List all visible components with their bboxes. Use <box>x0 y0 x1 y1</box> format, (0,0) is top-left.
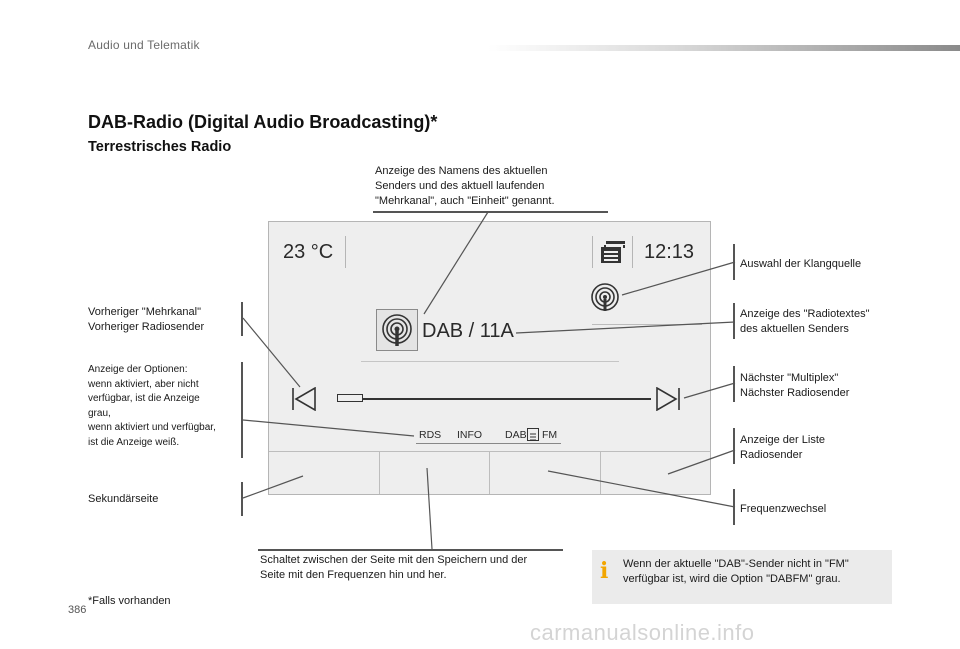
callout-previous: Vorheriger "Mehrkanal" Vorheriger Radios… <box>88 306 205 333</box>
info-icon: i <box>600 558 609 584</box>
radio-screen: 23 °C 12:13 DAB <box>268 221 711 495</box>
callout-list: Anzeige der Liste Radiosender <box>740 434 825 461</box>
header-gradient-bar <box>488 45 960 51</box>
page-number: 386 <box>68 604 87 616</box>
option-rds[interactable]: RDS <box>419 429 442 441</box>
callout-frequency: Frequenzwechsel <box>740 503 827 515</box>
watermark: carmanualsonline.info <box>530 620 755 645</box>
bottom-bar-separator <box>269 451 710 452</box>
next-track-icon[interactable] <box>655 386 681 412</box>
callout-list-bar <box>733 428 735 464</box>
callout-options: Anzeige der Optionen: wenn aktiviert, ab… <box>88 364 216 448</box>
callout-secondary: Sekundärseite <box>88 493 159 505</box>
callout-secondary-bar <box>241 482 243 516</box>
station-name: DAB / 11A <box>422 320 514 342</box>
option-dab[interactable]: DAB <box>505 429 527 441</box>
footnote: *Falls vorhanden <box>88 595 171 607</box>
temperature-display: 23 °C <box>283 241 334 263</box>
callout-options-bar <box>241 362 243 458</box>
callout-memory-switch: Schaltet zwischen der Seite mit den Spei… <box>260 554 528 581</box>
callout-radiotext: Anzeige des "Radiotextes" des aktuellen … <box>740 308 870 335</box>
callout-next: Nächster "Multiplex" Nächster Radiosende… <box>740 372 850 399</box>
bottom-divider <box>489 452 490 494</box>
option-fm[interactable]: FM <box>542 429 558 441</box>
screen-separator <box>592 324 702 325</box>
dab-fm-toggle-icon[interactable] <box>527 428 539 441</box>
radio-wave-icon[interactable] <box>590 282 620 312</box>
bottom-divider <box>379 452 380 494</box>
screen-divider <box>345 236 346 268</box>
callout-source: Auswahl der Klangquelle <box>740 258 862 270</box>
callout-memory-overline <box>258 549 563 551</box>
frequency-slider-track[interactable] <box>337 398 651 400</box>
callout-station-name-underline <box>373 211 608 213</box>
section-title: Audio und Telematik <box>88 38 200 52</box>
callout-next-bar <box>733 366 735 402</box>
frequency-slider-handle[interactable] <box>337 394 363 402</box>
bottom-divider <box>600 452 601 494</box>
station-logo-icon <box>376 309 418 351</box>
previous-track-icon[interactable] <box>291 386 317 412</box>
page-subtitle: Terrestrisches Radio <box>88 139 232 155</box>
clock-display: 12:13 <box>644 241 695 263</box>
callout-radiotext-bar <box>733 303 735 339</box>
option-info[interactable]: INFO <box>457 429 483 441</box>
page-title: DAB-Radio (Digital Audio Broadcasting)* <box>88 112 438 132</box>
screen-divider <box>632 236 633 268</box>
options-underline <box>416 443 561 444</box>
screen-divider <box>592 236 593 268</box>
callout-previous-bar <box>241 302 243 336</box>
info-note-box <box>592 550 892 604</box>
info-note-text: Wenn der aktuelle "DAB"-Sender nicht in … <box>623 558 849 585</box>
callout-station-name: Anzeige des Namens des aktuellen Senders… <box>375 165 555 207</box>
playlist-icon[interactable] <box>599 240 627 264</box>
screen-separator <box>361 361 619 362</box>
